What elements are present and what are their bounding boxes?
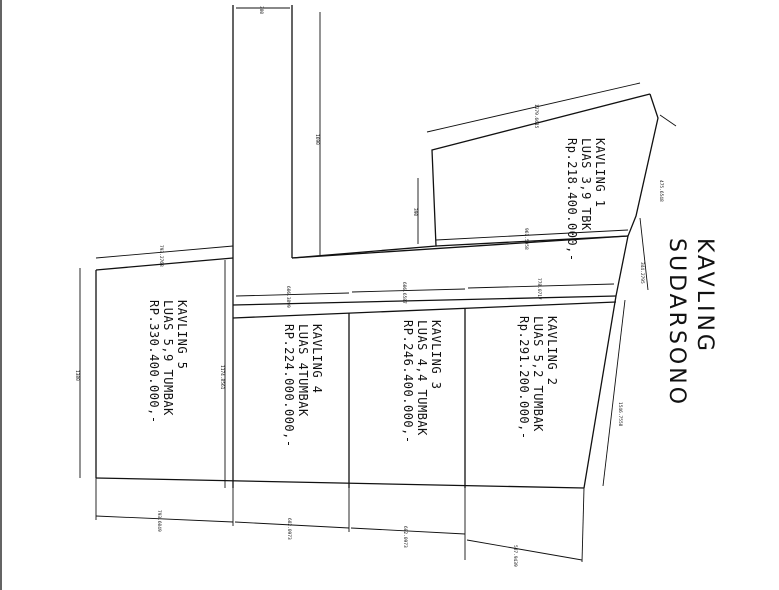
dim-lot3-top: 606.6587 [401, 282, 407, 304]
lot-3-label: KAVLING 3 LUAS 4,4 TUMBAK RP.246.400.000… [401, 320, 443, 444]
title-line-1: KAVLING [692, 238, 717, 354]
lot-5-label: KAVLING 5 LUAS 5,9 TUMBAK RP.330.400.000… [147, 300, 189, 424]
access-road [232, 5, 293, 488]
dim-bottom-4: 682.0973 [286, 518, 292, 540]
dim-lot1-inner: 961.5958 [523, 228, 529, 250]
dim-road-length: 1690 [314, 134, 320, 145]
dim-lot1-top: 1279.6615 [533, 104, 539, 129]
dim-lot5-right: 1174.8561 [219, 365, 225, 390]
lot-5-price: RP.330.400.000,- [147, 300, 161, 424]
dim-lot4-top: 606.3899 [285, 286, 291, 308]
dim-lot2-top: 778.0717 [536, 278, 542, 300]
lot-2-name: KAVLING 2 [545, 316, 559, 386]
dimension-labels: 380 1690 1279.6615 390 961.5958 475.6548… [74, 6, 664, 567]
lot-2-label: KAVLING 2 LUAS 5,2 TUMBAK Rp.291.200.000… [517, 316, 559, 440]
lot-4-name: KAVLING 4 [310, 324, 324, 394]
lot-2-area: LUAS 5,2 TUMBAK [531, 316, 545, 432]
dimension-lines [79, 7, 677, 563]
lot-5-name: KAVLING 5 [175, 300, 189, 370]
dim-top-road-width: 380 [258, 6, 264, 14]
dim-bottom-2: 587.9439 [512, 545, 518, 567]
dim-right-upper: 475.6548 [658, 180, 664, 202]
lot-4-area: LUAS 4TUMBAK [296, 324, 310, 417]
lot-1-label: KAVLING 1 LUAS 3,9 TBK Rp.218.400.000,- [565, 138, 607, 262]
dim-bottom-3: 682.0973 [402, 526, 408, 548]
lot-4-price: RP.224.000.000,- [282, 324, 296, 448]
lot-1-area: LUAS 3,9 TBK [579, 138, 593, 231]
lot-3-area: LUAS 4,4 TUMBAK [415, 320, 429, 436]
lot-3-name: KAVLING 3 [429, 320, 443, 390]
lot-5-boundary [95, 257, 585, 489]
dim-right-lower: 1546.7558 [617, 402, 623, 427]
dim-lot5-top: 793.2768 [158, 245, 164, 267]
lot-1-name: KAVLING 1 [593, 138, 607, 208]
lot-3-price: RP.246.400.000,- [401, 320, 415, 444]
lot-1-boundary [291, 93, 651, 259]
dim-bottom-5: 793.6049 [156, 510, 162, 532]
lot-4-label: KAVLING 4 LUAS 4TUMBAK RP.224.000.000,- [282, 324, 324, 448]
lot-2-price: Rp.291.200.000,- [517, 316, 531, 440]
title-line-2: SUDARSONO [664, 238, 689, 407]
dim-lot1-side: 390 [412, 208, 418, 216]
dim-right-mid: 344.2795 [639, 262, 645, 284]
plan-title: KAVLING SUDARSONO [664, 238, 717, 407]
lot-5-area: LUAS 5,9 TUMBAK [161, 300, 175, 416]
dim-lot5-left: 1380 [74, 370, 80, 381]
lots-2-4-boundary [232, 295, 617, 488]
lot-1-price: Rp.218.400.000,- [565, 138, 579, 262]
outer-right-boundary [583, 93, 659, 489]
